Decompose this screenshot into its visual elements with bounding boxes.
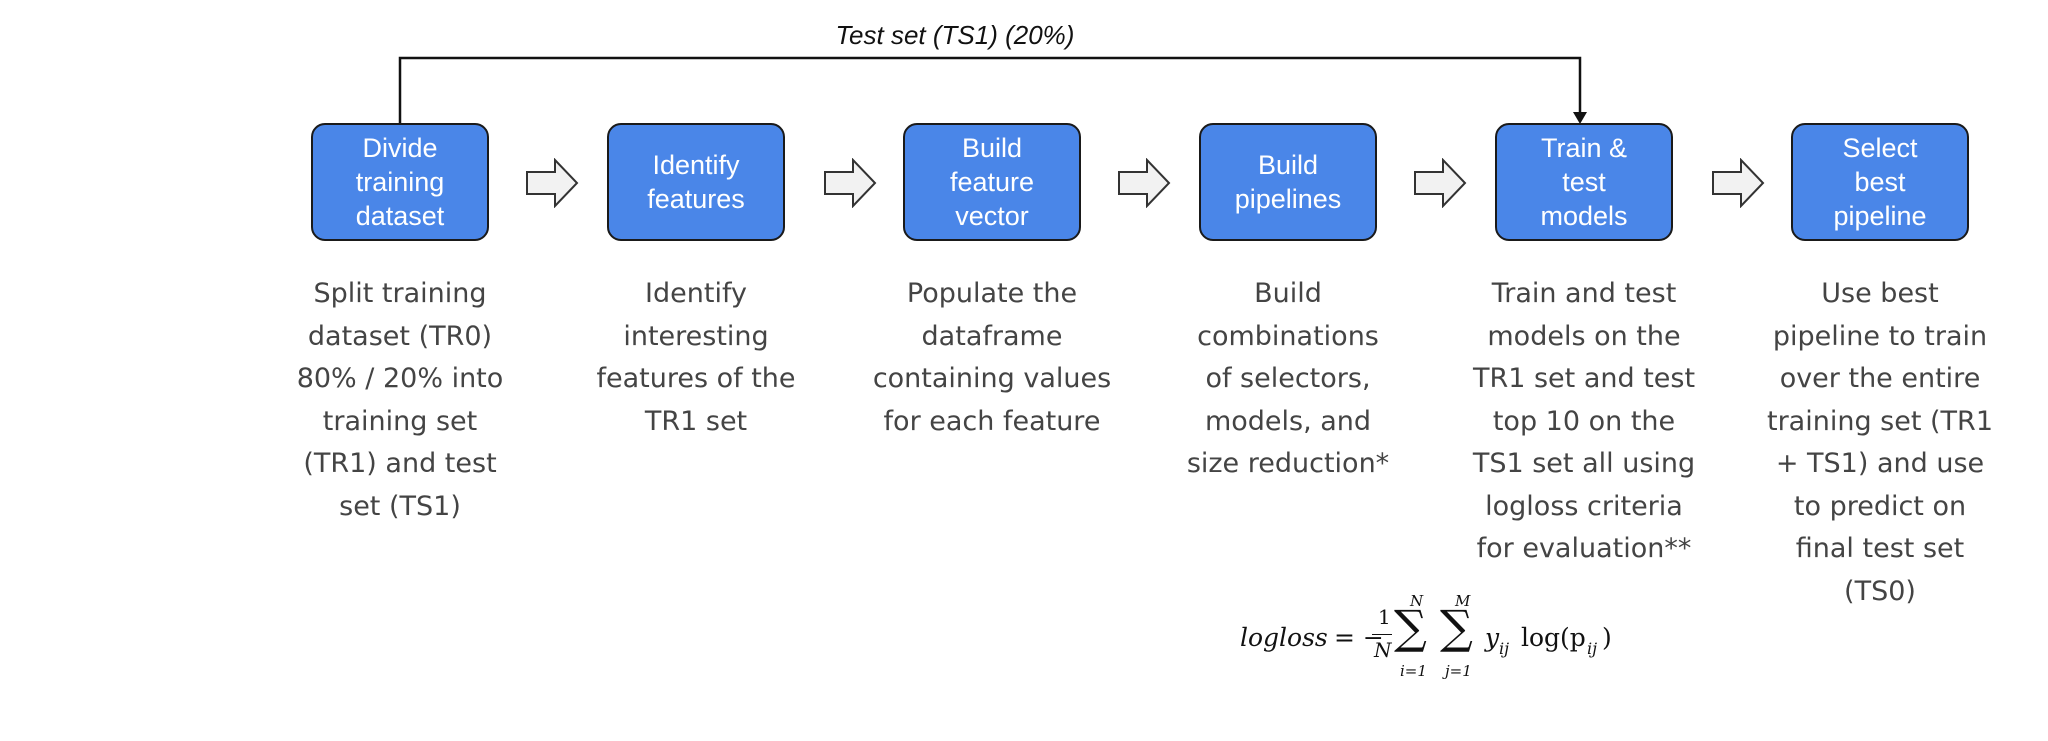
flow-arrow-icon <box>526 158 579 208</box>
step-divide-training-dataset: Divide training dataset <box>311 123 489 241</box>
formula-sum2-lower: j=1 <box>1445 662 1472 680</box>
formula-sum1-lower: i=1 <box>1400 662 1427 680</box>
flow-arrow-icon <box>1118 158 1171 208</box>
formula-fraction-denominator: N <box>1374 638 1392 662</box>
step-build-pipelines-description: Build combinations of selectors, models,… <box>1186 278 1390 479</box>
test-set-label: Test set (TS1) (20%) <box>835 20 1075 50</box>
formula-sum1-sigma: ∑ <box>1394 600 1427 654</box>
step-divide-training-dataset-description: Split training dataset (TR0) 80% / 20% i… <box>296 278 504 522</box>
step-select-best-pipeline-description: Use best pipeline to train over the enti… <box>1767 278 1993 607</box>
test-set-connector-arrowhead <box>1573 112 1587 124</box>
step-build-pipelines: Build pipelines <box>1199 123 1377 241</box>
step-build-feature-vector-description: Populate the dataframe containing values… <box>872 278 1112 437</box>
flow-arrow-icon <box>1712 158 1765 208</box>
formula-sum1-upper: N <box>1410 592 1424 610</box>
formula-log-subscript: ij <box>1587 639 1598 658</box>
flow-arrow-icon <box>824 158 877 208</box>
formula-sum2-upper: M <box>1455 592 1471 610</box>
formula-equals: = − <box>1334 623 1384 652</box>
formula-close-paren: ) <box>1602 623 1612 652</box>
flow-arrow-icon <box>1414 158 1467 208</box>
step-select-best-pipeline: Select best pipeline <box>1791 123 1969 241</box>
step-identify-features-description: Identify interesting features of the TR1… <box>596 278 796 437</box>
step-identify-features: Identify features <box>607 123 785 241</box>
formula-fraction-bar <box>1372 634 1392 635</box>
formula-fraction-numerator: 1 <box>1378 605 1391 629</box>
logloss-formula: logloss = − 1 N N ∑ i=1 M ∑ j=1 y ij log… <box>1240 592 1612 682</box>
step-build-feature-vector: Build feature vector <box>903 123 1081 241</box>
formula-term: y <box>1485 623 1500 652</box>
formula-term-subscript: ij <box>1499 639 1510 658</box>
step-train-test-models: Train & test models <box>1495 123 1673 241</box>
test-set-connector-line <box>398 56 1582 123</box>
step-train-test-models-description: Train and test models on the TR1 set and… <box>1472 278 1696 564</box>
formula-sum2-sigma: ∑ <box>1440 600 1473 654</box>
formula-lhs: logloss <box>1240 623 1328 652</box>
formula-log: log(p <box>1513 623 1586 652</box>
